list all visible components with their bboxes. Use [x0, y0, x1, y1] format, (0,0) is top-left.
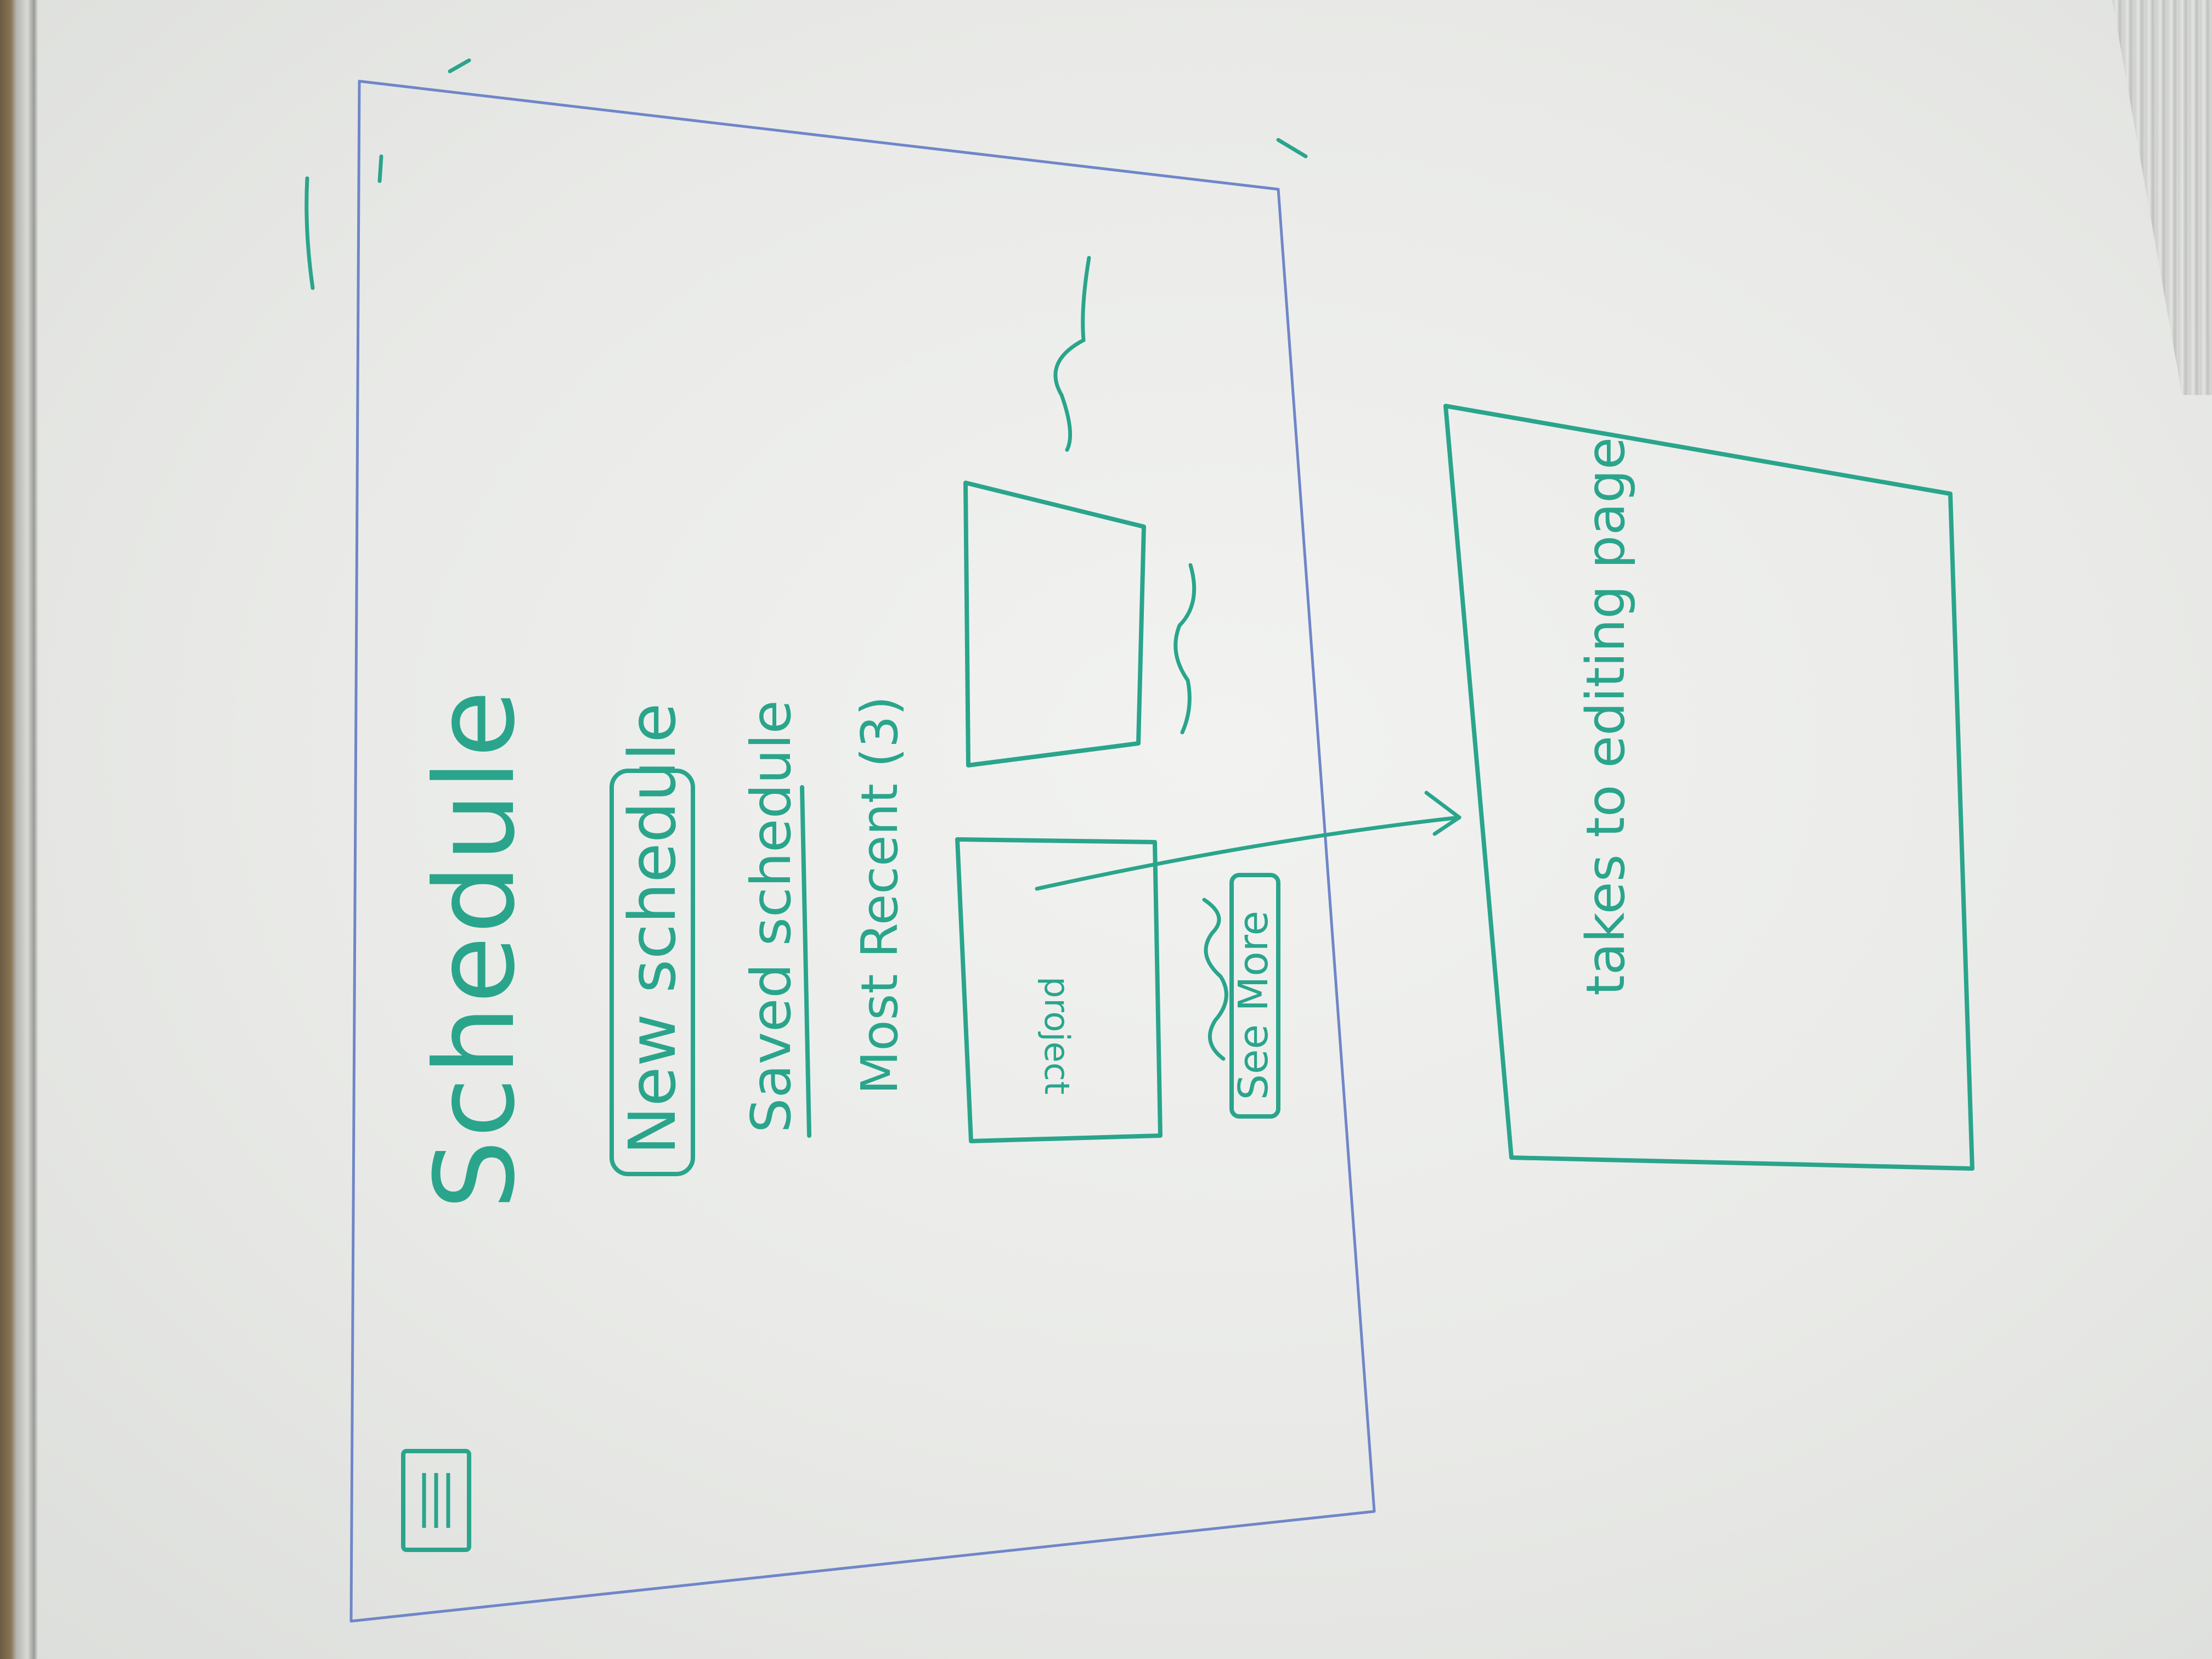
project-card-label: project	[1037, 977, 1077, 1094]
recent-project-card[interactable]: project	[955, 837, 1163, 1143]
new-schedule-label: New schedule	[614, 703, 690, 1155]
see-more-label: See More	[1230, 911, 1277, 1100]
hamburger-menu-icon[interactable]	[401, 1449, 471, 1552]
navigation-arrow	[1035, 791, 1462, 891]
page-title: Schedule	[411, 688, 539, 1210]
mockup-frame	[349, 80, 1376, 1623]
recent-project-card[interactable]	[963, 481, 1146, 768]
most-recent-label: Most Recent (3)	[850, 696, 909, 1094]
editing-page-note: takes to editing page	[1575, 437, 1637, 996]
editing-page-frame: takes to editing page	[1443, 404, 1974, 1171]
saved-schedule-underline	[800, 785, 811, 1138]
saved-schedule-link[interactable]: Saved schedule	[739, 700, 811, 1138]
stray-marks	[304, 58, 1308, 1061]
saved-schedule-label: Saved schedule	[739, 700, 803, 1133]
whiteboard-frame-left	[0, 0, 38, 1659]
new-schedule-button[interactable]: New schedule	[610, 703, 695, 1176]
see-more-button[interactable]: See More	[1229, 873, 1280, 1119]
